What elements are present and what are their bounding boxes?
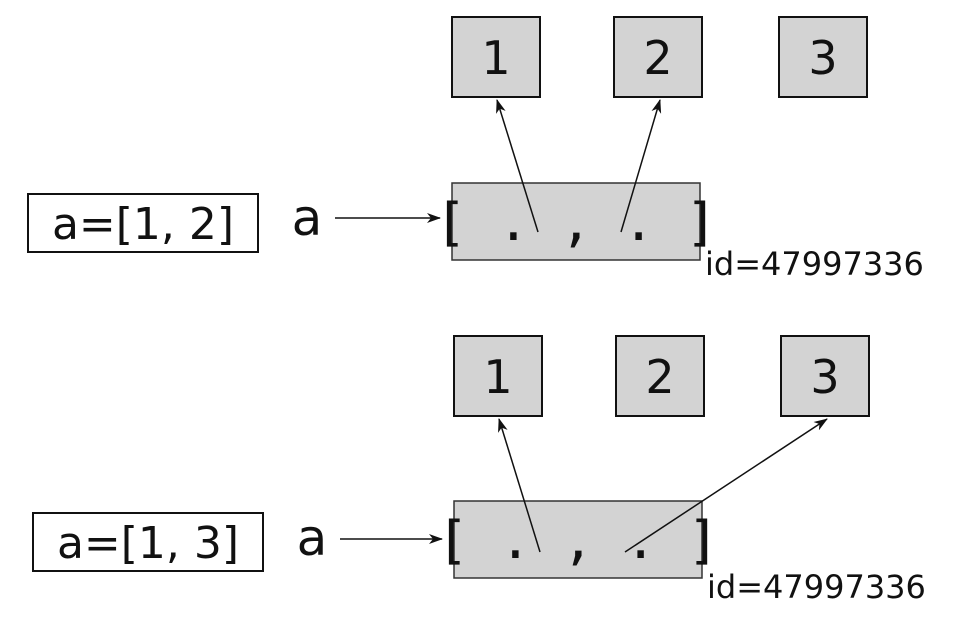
element-reference-arrow-1 xyxy=(498,418,541,553)
element-reference-arrow-2 xyxy=(620,99,662,233)
int-object-2: 2 xyxy=(615,335,705,417)
code-text: a=[1, 2] xyxy=(52,199,234,250)
int-object-label: 2 xyxy=(645,350,674,404)
variable-name: a xyxy=(297,509,328,567)
list-repr: [ . , . ] xyxy=(435,193,717,253)
list-object: [ . , . ] xyxy=(435,182,717,261)
variable-name: a xyxy=(292,189,323,247)
element-reference-arrow-1 xyxy=(496,99,539,233)
code-text: a=[1, 3] xyxy=(57,518,239,569)
object-id-label: id=47997336 xyxy=(707,568,926,606)
panel-1: 1 2 3 a=[1, 2] a [ . , . ] id=47997336 xyxy=(27,16,924,283)
int-object-1: 1 xyxy=(453,335,543,417)
object-id-label: id=47997336 xyxy=(705,245,924,283)
panel-2: 1 2 3 a=[1, 3] a [ . , . ] id=47997336 xyxy=(32,335,926,606)
int-object-3: 3 xyxy=(778,16,868,98)
list-object: [ . , . ] xyxy=(437,500,719,579)
int-object-2: 2 xyxy=(613,16,703,98)
element-reference-arrow-2 xyxy=(624,418,828,553)
int-object-label: 1 xyxy=(481,31,510,85)
int-object-label: 2 xyxy=(643,31,672,85)
int-object-label: 3 xyxy=(808,31,837,85)
int-object-1: 1 xyxy=(451,16,541,98)
code-statement: a=[1, 2] xyxy=(27,193,259,253)
int-object-label: 3 xyxy=(810,350,839,404)
list-repr: [ . , . ] xyxy=(437,511,719,571)
code-statement: a=[1, 3] xyxy=(32,512,264,572)
int-object-label: 1 xyxy=(483,350,512,404)
int-object-3: 3 xyxy=(780,335,870,417)
